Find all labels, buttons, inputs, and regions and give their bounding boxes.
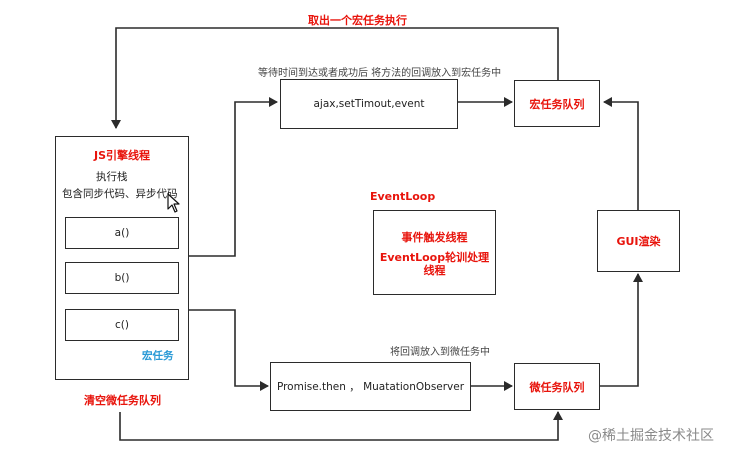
to-macro-sources-arrow — [188, 97, 278, 257]
event-trigger-thread-label: 事件触发线程 — [401, 230, 468, 244]
micro-sources-text: Promise.then ， MuatationObserver — [276, 381, 465, 393]
eventloop-thread-box: 事件触发线程 EventLoop轮训处理线程 — [373, 210, 496, 295]
gui-render-label: GUI渲染 — [616, 235, 661, 248]
stack-subtitle: 包含同步代码、异步代码 — [62, 188, 178, 200]
clear-microtasks-label: 清空微任务队列 — [84, 394, 161, 407]
micro-to-gui-arrow — [600, 273, 643, 387]
macrotask-tag: 宏任务 — [142, 350, 174, 362]
macro-path-label: 等待时间到达或者成功后 将方法的回调放入到宏任务中 — [258, 68, 502, 79]
macro-sources-text: ajax,setTimout,event — [313, 98, 425, 110]
micro-path-label: 将回调放入到微任务中 — [390, 347, 490, 358]
micro-queue-label: 微任务队列 — [529, 380, 585, 394]
to-micro-sources-arrow — [188, 309, 269, 391]
gui-render-box: GUI渲染 — [597, 210, 680, 272]
frame-b-label: b() — [114, 272, 130, 284]
clear-microtasks-arrow — [119, 411, 563, 441]
watermark-text: @稀土掘金技术社区 — [588, 428, 714, 444]
micro-queue-box: 微任务队列 — [514, 363, 600, 410]
stack-frame-c: c() — [65, 309, 179, 341]
frame-c-label: c() — [115, 319, 129, 331]
mouse-cursor-icon — [167, 193, 180, 213]
macro-sources-box: ajax,setTimout,event — [280, 79, 458, 129]
js-engine-box: JS引擎线程 执行栈 包含同步代码、异步代码 a() b() c() 宏任务 — [55, 136, 189, 380]
stack-title: 执行栈 — [96, 171, 128, 183]
macro-queue-box: 宏任务队列 — [514, 80, 600, 127]
take-macrotask-label: 取出一个宏任务执行 — [308, 14, 407, 27]
micro-sources-box: Promise.then ， MuatationObserver — [270, 362, 471, 411]
stack-frame-b: b() — [65, 262, 179, 294]
frame-a-label: a() — [114, 227, 130, 239]
macro-queue-label: 宏任务队列 — [529, 97, 585, 111]
eventloop-label: EventLoop — [370, 190, 436, 203]
js-engine-title: JS引擎线程 — [94, 149, 151, 162]
eventloop-polling-thread-label: EventLoop轮训处理线程 — [379, 250, 490, 277]
gui-to-macro-arrow — [603, 97, 639, 210]
stack-frame-a: a() — [65, 217, 179, 249]
take-macrotask-arrow — [111, 27, 559, 129]
